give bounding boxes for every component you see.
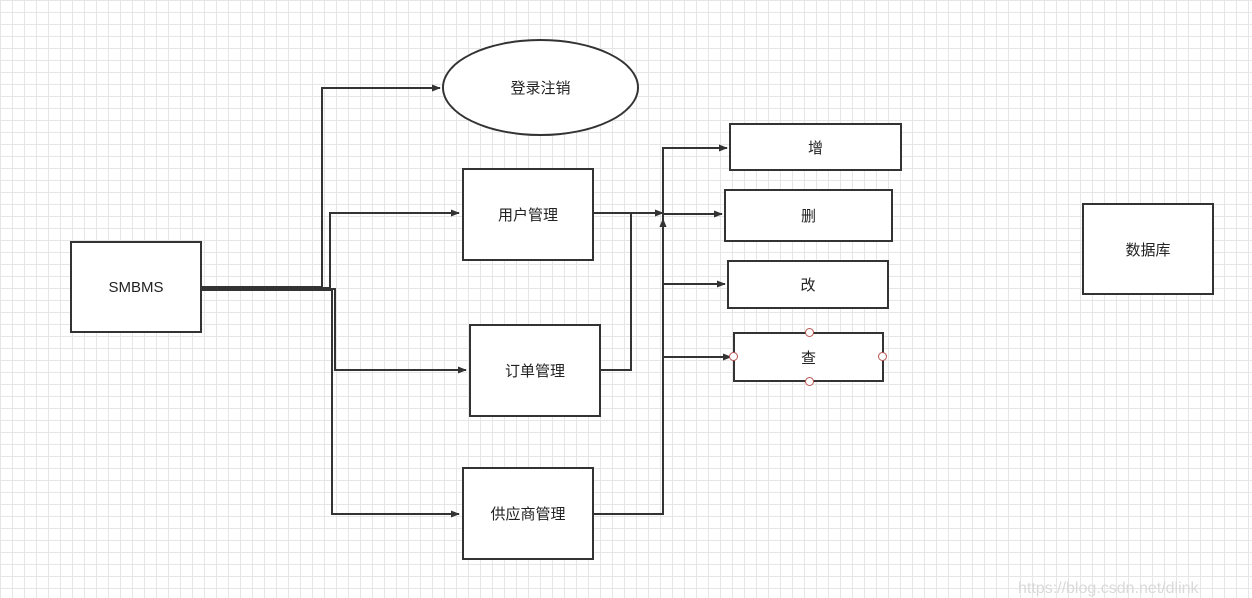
delete-label: 删 [800, 208, 816, 225]
edge-smbms-order[interactable] [201, 288, 467, 374]
modify-node[interactable]: 改 [727, 260, 889, 309]
query-node[interactable]: 查 [729, 328, 887, 386]
user-management-label: 用户管理 [497, 207, 558, 224]
edge-smbms-user[interactable] [201, 209, 460, 289]
edge-smbms-login[interactable] [201, 84, 441, 288]
smbms-label: SMBMS [108, 278, 164, 296]
provider-management-label: 供应商管理 [490, 506, 566, 523]
resize-handle-top[interactable] [805, 328, 814, 337]
resize-handle-left[interactable] [729, 352, 738, 361]
add-label: 增 [807, 139, 823, 157]
smbms-node[interactable]: SMBMS [70, 241, 202, 333]
database-label: 数据库 [1125, 241, 1171, 259]
edge-bus-add[interactable] [662, 144, 728, 219]
provider-management-node[interactable]: 供应商管理 [462, 467, 594, 560]
edge-bus-modify[interactable] [662, 219, 726, 288]
edge-provider-bus[interactable] [594, 218, 667, 515]
resize-handle-bottom[interactable] [805, 377, 814, 386]
user-management-node[interactable]: 用户管理 [462, 168, 594, 261]
edge-order-bus[interactable] [601, 212, 663, 371]
add-node[interactable]: 增 [729, 123, 902, 171]
login-logout-label: 登录注销 [510, 80, 571, 97]
resize-handle-right[interactable] [878, 352, 887, 361]
login-logout-node[interactable]: 登录注销 [442, 39, 639, 136]
delete-node[interactable]: 删 [724, 189, 893, 242]
modify-label: 改 [800, 277, 816, 294]
query-label: 查 [800, 349, 816, 367]
order-management-label: 订单管理 [504, 363, 565, 380]
watermark-text: https://blog.csdn.net/dlink [1018, 580, 1199, 597]
edge-smbms-provider[interactable] [201, 289, 460, 518]
database-node[interactable]: 数据库 [1082, 203, 1214, 295]
order-management-node[interactable]: 订单管理 [469, 324, 601, 417]
